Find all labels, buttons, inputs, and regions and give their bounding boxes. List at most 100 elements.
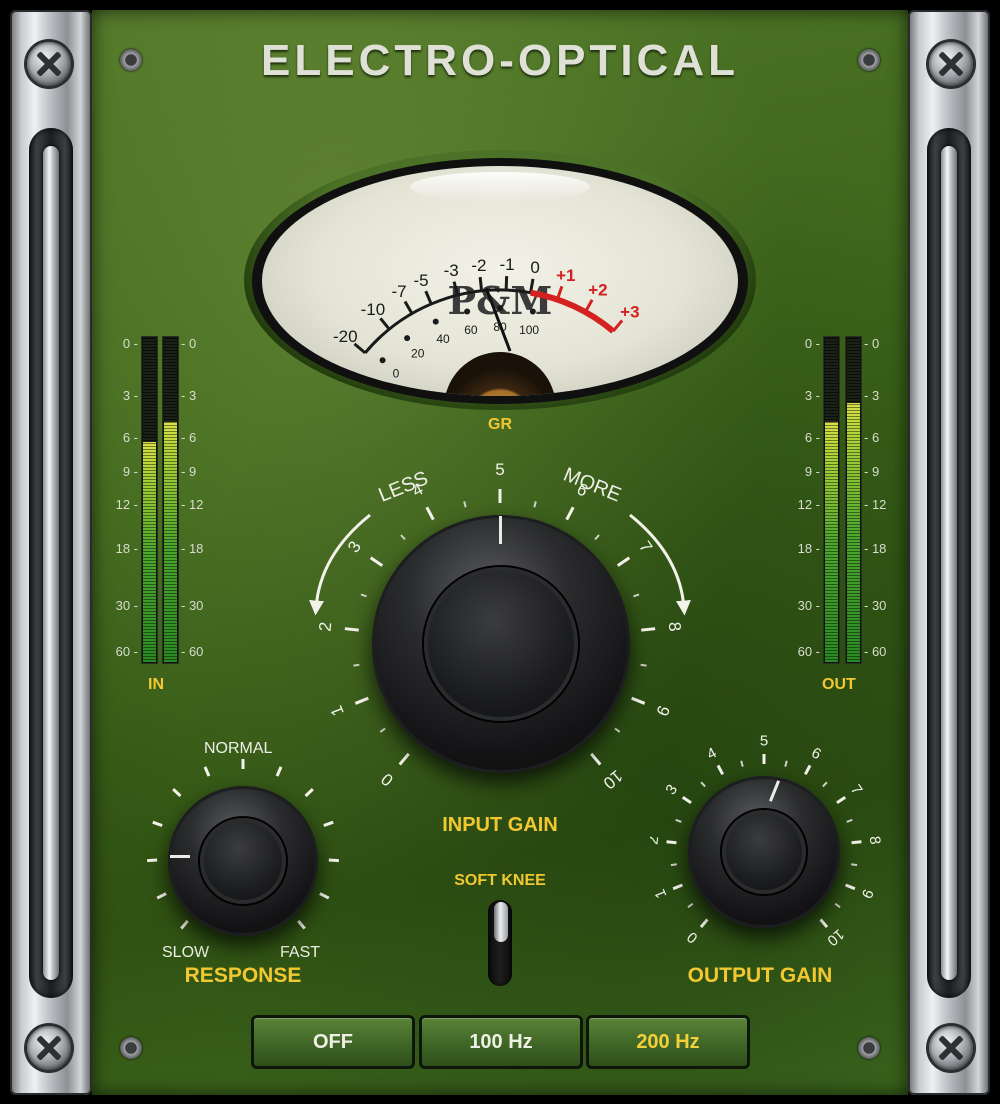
response-tick	[203, 766, 211, 777]
plugin-title: ELECTRO-OPTICAL	[261, 36, 739, 85]
response-tick	[172, 788, 182, 798]
output-gain-label: 2	[650, 835, 662, 845]
output-gain-knob[interactable]	[688, 776, 840, 928]
hex-screw-icon	[120, 1037, 142, 1059]
output-gain-tick	[716, 764, 725, 776]
output-gain-label: 4	[704, 744, 719, 763]
input-meter-right	[162, 336, 179, 664]
left-rack-ear	[10, 10, 92, 1095]
meter-percent-label: 20	[411, 347, 425, 361]
input-gain-minor-tick	[640, 663, 647, 667]
input-meter-left	[141, 336, 158, 664]
output-gain-label: 0	[684, 928, 701, 946]
meter-db-label: +2	[588, 280, 607, 299]
input-meter-scale-label: 12 -	[115, 497, 138, 512]
meter-percent-label: 40	[436, 332, 450, 346]
input-gain-minor-tick	[353, 663, 360, 667]
meter-db-label: -1	[499, 255, 514, 274]
input-gain-tick	[354, 696, 369, 705]
input-gain-knob[interactable]	[372, 515, 630, 773]
input-meter-scale-label: - 9	[181, 464, 197, 479]
output-meter-scale-label: - 0	[864, 336, 880, 351]
output-gain-minor-tick	[784, 760, 788, 767]
response-dial	[147, 759, 339, 930]
output-gain-tick	[819, 918, 829, 929]
response-fast-label: FAST	[280, 944, 321, 961]
gr-meter: P&M	[262, 166, 738, 396]
meter-db-tick	[353, 342, 367, 355]
output-gain-tick	[803, 764, 812, 776]
meter-brand: P&M	[447, 278, 553, 323]
response-knob[interactable]	[168, 786, 318, 936]
meter-db-label: 0	[530, 258, 539, 277]
response-tick	[147, 858, 158, 863]
input-gain-minor-tick	[400, 534, 406, 541]
output-gain-minor-tick	[687, 902, 694, 909]
gr-label: GR	[488, 416, 512, 433]
input-meter-scale-label: 9 -	[122, 464, 138, 479]
input-meter-scale-label: - 0	[181, 336, 197, 351]
input-meter-scale-label: 0 -	[122, 336, 138, 351]
response-slow-label: SLOW	[162, 944, 210, 961]
input-meter-scale-label: - 30	[181, 598, 204, 613]
output-meter-scale-label: 9 -	[804, 464, 820, 479]
soft-knee-toggle-lever	[494, 902, 508, 942]
output-gain-minor-tick	[846, 818, 853, 823]
less-arrow-icon	[309, 513, 371, 616]
input-gain-label: 5	[495, 460, 504, 479]
output-meter-left	[823, 336, 840, 664]
right-rack-handle	[927, 128, 971, 998]
input-gain-label: 3	[344, 538, 365, 556]
screw-icon	[27, 1026, 71, 1070]
output-gain-label: 5	[760, 732, 768, 749]
screw-icon	[929, 42, 973, 86]
soft-knee-label: SOFT KNEE	[454, 872, 546, 889]
input-gain-label: 7	[635, 538, 656, 556]
filter-off-button[interactable]: OFF	[254, 1018, 412, 1066]
input-gain-tick	[425, 506, 435, 521]
input-gain-minor-tick	[533, 501, 537, 508]
input-meter-scale-label: - 18	[181, 541, 204, 556]
filter-200hz-button[interactable]: 200 Hz	[589, 1018, 747, 1066]
meter-db-label: -7	[391, 282, 406, 301]
output-meter-right	[845, 336, 862, 664]
output-gain-label: 3	[662, 782, 681, 798]
output-meter-label: OUT	[822, 676, 856, 693]
output-gain-minor-tick	[834, 902, 841, 909]
input-gain-minor-tick	[463, 501, 467, 508]
output-gain-minor-tick	[675, 818, 682, 823]
meter-db-label: -3	[444, 261, 459, 280]
output-meter-scale-label: 3 -	[804, 388, 820, 403]
input-gain-minor-tick	[594, 534, 600, 541]
input-meter-scale-label: - 60	[181, 644, 204, 659]
input-meter-scale-label: 30 -	[115, 598, 138, 613]
output-meter-scale-label: 60 -	[797, 644, 820, 659]
input-gain-label: 2	[315, 621, 335, 632]
meter-db-tick	[403, 300, 414, 315]
hex-screw-icon	[120, 49, 142, 71]
output-gain-label: 9	[858, 887, 877, 901]
input-gain-label: 0	[377, 769, 396, 790]
right-rack-ear	[908, 10, 990, 1095]
response-tick	[275, 766, 283, 777]
input-gain-tick	[631, 696, 646, 705]
meter-db-label: +3	[620, 302, 639, 321]
meter-percent-label: 60	[464, 323, 478, 337]
output-gain-tick	[672, 883, 683, 891]
meter-db-label: -20	[333, 327, 358, 346]
output-gain-tick	[666, 840, 677, 845]
output-gain-tick	[681, 795, 692, 805]
response-pointer	[170, 855, 190, 858]
output-gain-tick	[845, 883, 856, 891]
output-gain-label: 7	[847, 782, 866, 798]
more-arrow-icon	[629, 513, 691, 616]
filter-100hz-button[interactable]: 100 Hz	[422, 1018, 580, 1066]
meter-percent-dot	[497, 305, 503, 311]
meter-db-tick	[452, 281, 459, 296]
input-meter-scale-label: - 6	[181, 430, 197, 445]
input-gain-pointer	[499, 516, 502, 544]
input-gain-tick	[565, 506, 575, 521]
output-gain-minor-tick	[822, 781, 828, 788]
